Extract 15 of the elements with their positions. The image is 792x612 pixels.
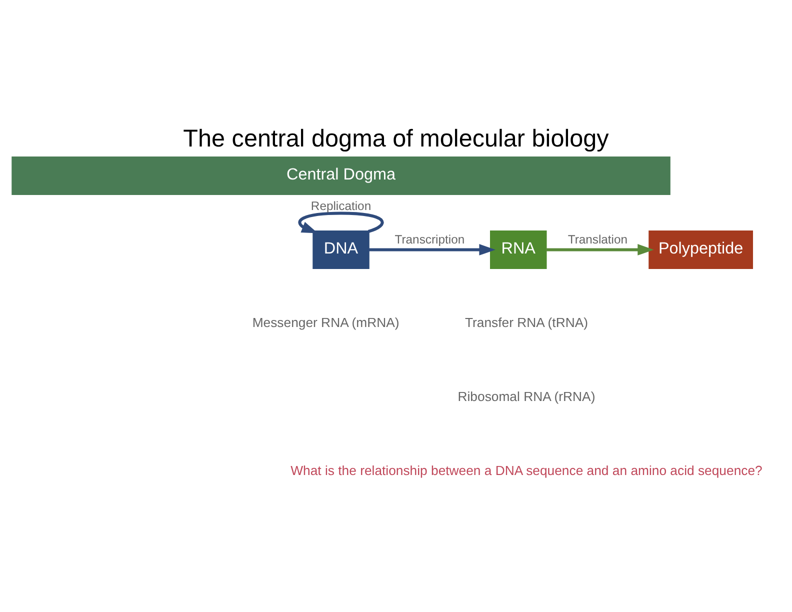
node-box: Central Dogma — [12, 156, 670, 195]
arrow — [298, 211, 384, 233]
edge-label: Translation — [568, 232, 628, 246]
label: What is the relationship between a DNA sequence and an amino acid sequence? — [290, 462, 762, 478]
arrow — [546, 244, 654, 255]
label: Messenger RNA (mRNA) — [252, 314, 400, 330]
diagram-title: The central dogma of molecular biology — [183, 125, 609, 152]
node-box: DNA — [312, 230, 370, 268]
label: Transfer RNA (tRNA) — [464, 314, 588, 330]
node-box: Polypeptide — [648, 230, 753, 268]
edge-label: Transcription — [394, 232, 465, 246]
node-box: RNA — [490, 230, 547, 268]
arrow — [368, 244, 496, 255]
label: Ribosomal RNA (rRNA) — [458, 388, 596, 404]
edge-label: Replication — [310, 198, 372, 212]
